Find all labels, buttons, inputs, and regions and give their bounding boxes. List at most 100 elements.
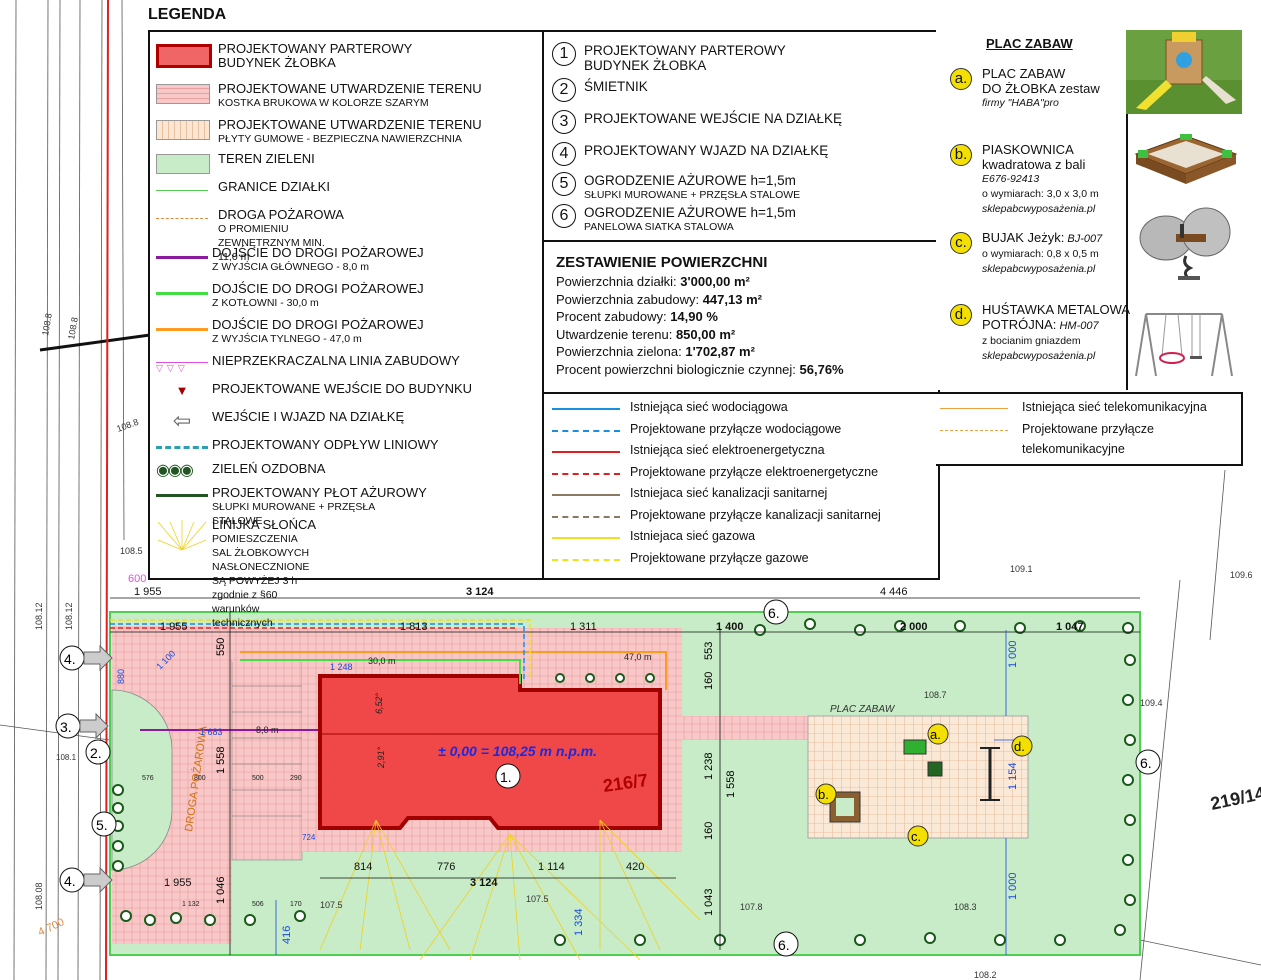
elev-point: 108.1 bbox=[56, 753, 77, 762]
numbered-sublabel: BUDYNEK ŻŁOBKA bbox=[584, 58, 707, 73]
play-item-dimensions: z bocianim gniazdem bbox=[982, 335, 1081, 347]
play-item-badge: a. bbox=[950, 68, 972, 90]
utility-line-sample bbox=[940, 430, 1008, 431]
elev-point: 108.12 bbox=[34, 602, 44, 630]
play-badge: d. bbox=[1014, 739, 1025, 754]
utility-label: Istniejąca sieć wodociągowa bbox=[630, 400, 788, 414]
elev-point: 108.8 bbox=[115, 417, 140, 434]
dim-label: 2 000 bbox=[900, 621, 928, 633]
play-item-line2: DO ŻŁOBKA zestaw bbox=[982, 81, 1100, 96]
legend-sublabel: O PROMIENIU ZEWNĘTRZNYM MIN. 11,0 m bbox=[218, 223, 325, 263]
play-item-dimensions: o wymiarach: 3,0 x 3,0 m bbox=[982, 188, 1099, 200]
dim-label-small: 800 bbox=[194, 775, 206, 782]
dim-label-vertical: 1 558 bbox=[725, 770, 737, 798]
numbered-item: PROJEKTOWANY WJAZD NA DZIAŁKĘ bbox=[584, 143, 828, 158]
numbered-item: PROJEKTOWANE WEJŚCIE NA DZIAŁKĘ bbox=[584, 111, 842, 126]
legend-sublabel: POMIESZCZENIA SAL ŻŁOBKOWYCH NASŁONECZNI… bbox=[212, 533, 310, 629]
numbered-item: ŚMIETNIK bbox=[584, 79, 648, 94]
blue-dims bbox=[275, 630, 1016, 955]
play-item-code: HM-007 bbox=[1056, 320, 1099, 332]
dim-label-vertical: 1 000 bbox=[1007, 640, 1019, 668]
elev-point: 107.5 bbox=[320, 900, 343, 910]
utility-label: Istniejąca sieć telekomunikacyjna bbox=[1022, 400, 1207, 414]
elev-point: 108.8 bbox=[66, 316, 80, 340]
number-badge: 3 bbox=[552, 110, 576, 134]
plac-zabaw-title: PLAC ZABAW bbox=[986, 36, 1073, 51]
water-line bbox=[110, 623, 525, 680]
dim-label: 1 955 bbox=[134, 586, 162, 598]
drain-swatch bbox=[156, 440, 208, 449]
paving-top bbox=[232, 628, 682, 662]
play-item-line2: kwadratowa z bali bbox=[982, 157, 1086, 172]
legend-label: NIEPRZEKRACZALNA LINIA ZABUDOWY bbox=[212, 353, 460, 368]
zestawienie-label: Procent zabudowy: bbox=[556, 309, 671, 324]
zestawienie-value: 3'000,00 m² bbox=[680, 274, 750, 289]
elev-point: 109.6 bbox=[1230, 570, 1253, 580]
play-item-dimensions: o wymiarach: 0,8 x 0,5 m bbox=[982, 248, 1099, 260]
fire-road-swatch bbox=[156, 210, 208, 219]
building-swatch bbox=[156, 44, 212, 68]
utility-label: Istniejaca sieć gazowa bbox=[630, 529, 756, 543]
utility-label: Istniejaca sieć kanalizacji sanitarnej bbox=[630, 486, 828, 500]
dim-label: 1 813 bbox=[400, 621, 428, 633]
dim-label-small: 500 bbox=[252, 775, 264, 782]
playground-label: PLAC ZABAW bbox=[830, 704, 896, 715]
zestawienie-value: 850,00 m² bbox=[675, 326, 736, 342]
play-item-line2: POTRÓJNA: bbox=[982, 317, 1057, 332]
play-set bbox=[903, 739, 927, 755]
legend-sublabel: BUDYNEK ŻŁOBKA bbox=[218, 55, 336, 70]
swing-picture bbox=[1126, 300, 1250, 380]
fence-swatch bbox=[156, 488, 208, 497]
boundary-swatch bbox=[156, 182, 208, 191]
building bbox=[318, 674, 662, 830]
elev-point: 108.7 bbox=[924, 690, 947, 700]
play-item-badge: c. bbox=[950, 232, 972, 254]
dimension-lines bbox=[110, 597, 1140, 955]
site-entrance-swatch: ⇦ bbox=[172, 408, 192, 433]
building-line-swatch: ▽▽▽ bbox=[156, 356, 208, 373]
legend-label: WEJŚCIE I WJAZD NA DZIAŁKĘ bbox=[212, 409, 405, 424]
play-set-picture bbox=[1126, 30, 1242, 114]
numbered-sublabel: SŁUPKI MUROWANE + PRZĘSŁA STALOWE bbox=[584, 189, 801, 201]
elevation-label: ± 0,00 = 108,25 m n.p.m. bbox=[438, 743, 597, 759]
plan-callout: 6. bbox=[778, 937, 790, 953]
number-badge: 2 bbox=[552, 78, 576, 102]
sun-rays bbox=[319, 819, 701, 961]
dim-label: 814 bbox=[354, 861, 372, 873]
dim-label: 3 124 bbox=[466, 586, 494, 598]
legend-sublabel: SŁUPKI MUROWANE + PRZĘSŁA STALOWE bbox=[212, 501, 375, 527]
dim-label: 420 bbox=[626, 861, 644, 873]
play-badge: c. bbox=[911, 829, 921, 844]
number-badge: 4 bbox=[552, 142, 576, 166]
legend-label: PROJEKTOWANY PARTEROWY bbox=[218, 41, 413, 56]
path-rear-swatch bbox=[156, 320, 208, 331]
play-item-line3: firmy "HABA"pro bbox=[982, 97, 1059, 109]
elev-point: 109.1 bbox=[1010, 564, 1033, 574]
play-item-code: BJ-007 bbox=[1064, 233, 1103, 245]
neighbour-parcel-id: 219/14 bbox=[1209, 783, 1261, 814]
play-item-name: PIASKOWNICA bbox=[982, 142, 1074, 157]
zestawienie-value: 56,76% bbox=[799, 361, 844, 377]
play-item-line3: E676-92413 bbox=[982, 173, 1040, 185]
paving-swatch bbox=[156, 84, 210, 104]
dim-label-small: 600 bbox=[128, 573, 146, 585]
play-badges: a. b. c. d. bbox=[815, 723, 1033, 847]
dim-label-vertical: 1 238 bbox=[703, 752, 715, 780]
elev-point: 107.5 bbox=[526, 894, 549, 904]
elev-point: 108.2 bbox=[974, 970, 997, 980]
shrubs-swatch: ◉◉◉ bbox=[156, 462, 194, 479]
dim-label-small: 170 bbox=[290, 901, 302, 908]
dim-label: 1 400 bbox=[716, 621, 744, 633]
dim-label: 1 311 bbox=[570, 621, 597, 633]
utility-label: Projektowane przyłącze elektroenergetycz… bbox=[630, 464, 879, 479]
dim-label: 3 124 bbox=[470, 877, 498, 889]
dim-label-vertical: 553 bbox=[703, 642, 715, 660]
utility-line-sample bbox=[552, 451, 620, 453]
numbered-label: PROJEKTOWANE WEJŚCIE NA DZIAŁKĘ bbox=[584, 111, 843, 126]
